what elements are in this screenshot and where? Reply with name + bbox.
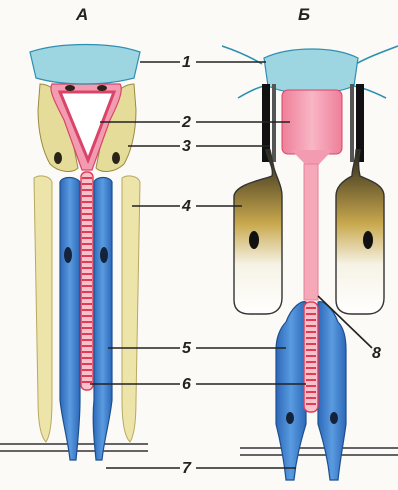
- panel-label-b: Б: [298, 5, 310, 24]
- retinula-nucleus-right-b: [330, 412, 338, 424]
- callout-8: 8: [372, 345, 381, 362]
- callout-6: 6: [182, 376, 191, 393]
- pigment-rod-right-b-2: [350, 84, 354, 162]
- retinula-nucleus-left-a: [64, 247, 72, 263]
- pigment-cell-long-right-a: [122, 176, 140, 442]
- pigment-rod-left-b-2: [272, 84, 276, 162]
- pigment-cell-long-left-a: [34, 176, 52, 442]
- callout-2: 2: [181, 114, 191, 131]
- ommatidium-apposition: [0, 45, 148, 461]
- pigment-nucleus-left-b: [249, 231, 259, 249]
- adjacent-lens-left-b-2: [238, 86, 264, 98]
- pigment-cell-right-b: [336, 150, 384, 314]
- retinula-cell-left-a: [60, 178, 80, 461]
- cone-nucleus-right-a: [97, 85, 107, 91]
- nucleus-primary-left-a: [54, 152, 62, 164]
- retinula-cell-left-b: [276, 302, 306, 480]
- corneal-lens-b: [264, 49, 358, 94]
- nucleus-primary-right-a: [112, 152, 120, 164]
- crystalline-cone-b: [282, 90, 342, 154]
- pigment-cell-left-b: [234, 150, 282, 314]
- panel-label-a: А: [75, 5, 88, 24]
- callout-4: 4: [181, 198, 191, 215]
- retinula-cell-right-a: [93, 178, 112, 461]
- corneal-lens-a: [30, 45, 140, 85]
- adjacent-lens-right-b: [356, 46, 398, 64]
- retinula-nucleus-right-a: [100, 247, 108, 263]
- callout-7: 7: [182, 460, 192, 477]
- callout-1: 1: [182, 54, 191, 71]
- retinula-nucleus-left-b: [286, 412, 294, 424]
- retinula-cell-right-b: [318, 302, 346, 480]
- callout-3: 3: [182, 138, 191, 155]
- cone-nucleus-left-a: [65, 85, 75, 91]
- rhabdom-stripes-a: [82, 178, 92, 382]
- callout-5: 5: [182, 340, 192, 357]
- crystalline-tract-b: [304, 164, 318, 300]
- ommatidium-superposition: [222, 46, 398, 480]
- pigment-nucleus-right-b: [363, 231, 373, 249]
